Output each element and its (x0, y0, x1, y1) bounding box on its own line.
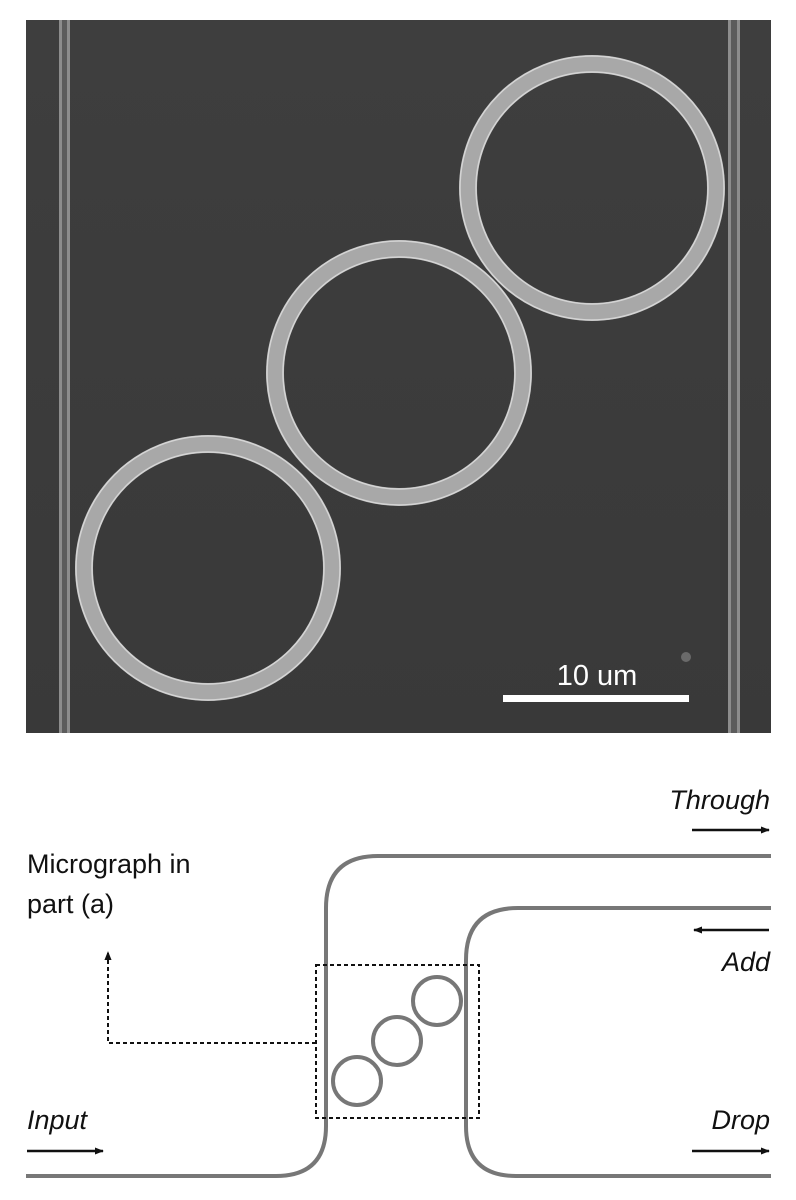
ring-resonator-top (459, 55, 725, 321)
sem-micrograph: 10 um (26, 20, 771, 733)
micrograph-leader-line (104, 951, 316, 1044)
add-drop-waveguide (464, 906, 771, 1178)
schematic-ring-middle (371, 1015, 423, 1067)
right-bus-waveguide-core (731, 20, 737, 733)
ring-resonator-middle (266, 240, 532, 506)
port-add-label: Add (720, 947, 771, 977)
scale-bar-label: 10 um (557, 660, 638, 692)
left-bus-waveguide-core (62, 20, 67, 733)
schematic-ring-bottom (331, 1055, 383, 1107)
micrograph-background (26, 20, 771, 733)
input-through-waveguide (26, 854, 771, 1178)
micrograph-region-box (315, 964, 480, 1119)
port-drop-label: Drop (711, 1105, 770, 1135)
schematic-ring-top (411, 975, 463, 1027)
inset-label-line1: Micrograph in (27, 849, 191, 879)
port-through-label: Through (669, 785, 770, 815)
device-schematic: Micrograph in part (a) Through Add Input… (26, 785, 771, 1178)
ring-resonator-bottom (75, 435, 341, 701)
inset-label-line2: part (a) (27, 889, 114, 919)
port-input-label: Input (27, 1105, 89, 1135)
scale-bar (503, 695, 689, 702)
debris-speck (681, 652, 691, 662)
